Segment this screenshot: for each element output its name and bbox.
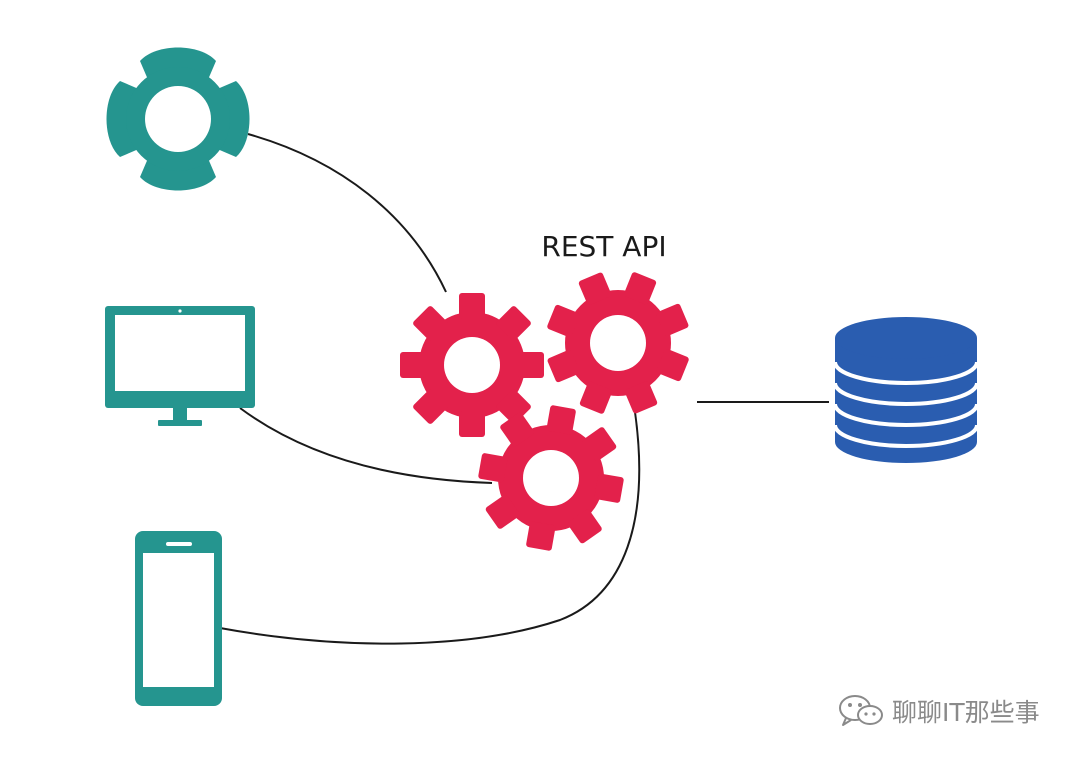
gears-icon: [400, 272, 689, 551]
connector-phone-to-api: [219, 411, 641, 645]
wechat-icon: [839, 695, 883, 726]
watermark: 聊聊IT那些事: [838, 691, 1040, 731]
database-icon: [833, 317, 979, 463]
smartphone-icon: [135, 531, 222, 706]
gear-bottom: [478, 405, 624, 551]
lifebuoy-icon: [106, 47, 250, 191]
desktop-monitor-icon: [105, 306, 255, 426]
gear-right: [547, 272, 689, 414]
connector-lines: [219, 133, 829, 645]
api-label: REST API: [541, 230, 666, 263]
connector-monitor-to-api: [239, 407, 493, 484]
gear-left: [400, 293, 544, 437]
watermark-text: 聊聊IT那些事: [892, 698, 1040, 727]
connector-lifebuoy-to-api: [247, 133, 447, 293]
